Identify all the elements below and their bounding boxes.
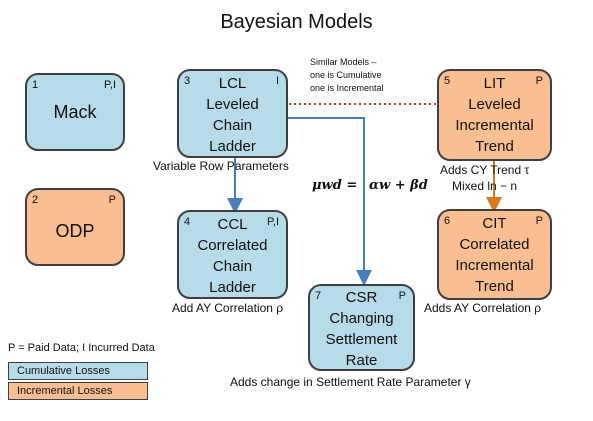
data-type-tag: I <box>275 75 279 87</box>
model-number: 6 <box>444 215 451 227</box>
data-type-tag: P <box>535 75 543 87</box>
model-name: CCL Correlated Chain Ladder <box>197 216 268 296</box>
legend-incremental: Incremental Losses <box>8 382 148 400</box>
arrow-lcl-to-csr <box>288 117 372 286</box>
model-number: 2 <box>32 194 39 206</box>
model-number: 4 <box>184 216 191 228</box>
model-number: 1 <box>32 79 39 91</box>
page-title: Bayesian Models <box>220 11 373 33</box>
model-box-lcl: 3 I LCL Leveled Chain Ladder <box>177 69 288 158</box>
legend-cumulative: Cumulative Losses <box>8 362 148 380</box>
model-name: CSR Changing Settlement Rate <box>325 289 398 369</box>
settlement-caption: Adds change in Settlement Rate Parameter… <box>230 375 471 389</box>
data-type-tag: P,I <box>103 79 116 91</box>
formula-rhs: αw + βd <box>369 178 428 193</box>
model-name: LCL Leveled Chain Ladder <box>206 75 259 155</box>
model-name: ODP <box>55 221 95 241</box>
model-number: 7 <box>315 290 322 302</box>
model-box-odp: 2 P ODP <box>25 188 125 266</box>
adds-cy-trend-caption: Adds CY Trend τ <box>440 163 530 177</box>
model-name: CIT Correlated Incremental Trend <box>455 215 534 295</box>
variable-row-caption: Variable Row Parameters <box>153 159 289 173</box>
model-box-ccl: 4 P,I CCL Correlated Chain Ladder <box>177 210 288 299</box>
model-name: LIT Leveled Incremental Trend <box>455 75 534 155</box>
model-number: 3 <box>184 75 191 87</box>
legend-key: P = Paid Data; I Incurred Data <box>8 342 155 354</box>
data-type-tag: P <box>108 194 116 206</box>
ccl-correlation-caption: Add AY Correlation ρ <box>172 301 284 315</box>
model-box-csr: 7 P CSR Changing Settlement Rate <box>308 284 415 371</box>
similar-models-note: Similar Models – one is Cumulative one i… <box>310 57 384 93</box>
formula-lhs: μwd = <box>312 178 358 193</box>
model-name: Mack <box>53 102 97 122</box>
data-type-tag: P,I <box>266 216 279 228</box>
data-type-tag: P <box>398 290 406 302</box>
cit-correlation-caption: Adds AY Correlation ρ <box>424 301 542 315</box>
model-number: 5 <box>444 75 451 87</box>
mixed-caption: Mixed ln − n <box>452 179 518 193</box>
data-type-tag: P <box>535 215 543 227</box>
model-box-mack: 1 P,I Mack <box>25 73 125 151</box>
model-box-cit: 6 P CIT Correlated Incremental Trend <box>437 209 552 300</box>
model-box-lit: 5 P LIT Leveled Incremental Trend <box>437 69 552 161</box>
